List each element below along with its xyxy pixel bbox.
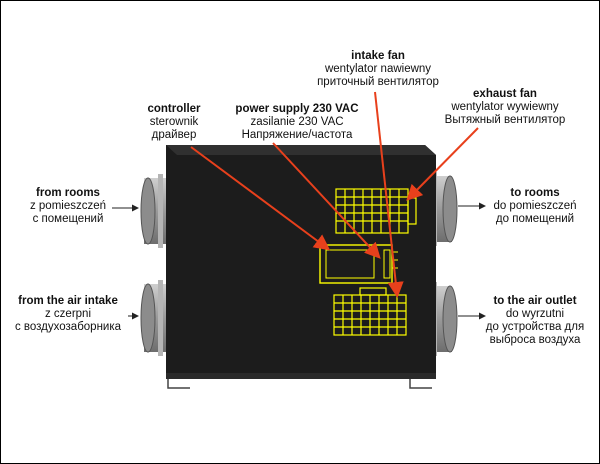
pointer-power-supply — [272, 142, 381, 259]
unit-housing — [166, 145, 436, 389]
to-rooms-title: to rooms — [510, 187, 560, 199]
exhaust-fan-pl: wentylator wywiewny — [451, 101, 559, 113]
controller-box — [319, 244, 398, 284]
to-rooms-pl: do pomieszczeń — [493, 200, 577, 212]
duct-left-upper — [140, 174, 170, 248]
label-power-supply: power supply 230 VAC zasilanie 230 VAC Н… — [222, 103, 372, 142]
controller-ru: драйвер — [151, 129, 197, 141]
label-from-air-intake: from the air intake z czerpni с воздухоз… — [4, 295, 132, 334]
pointer-exhaust-fan — [406, 127, 479, 201]
label-to-air-outlet: to the air outlet do wyrzutni до устройс… — [474, 295, 596, 347]
from-air-intake-ru: с воздухозаборника — [14, 321, 122, 333]
pointer-intake-fan — [374, 91, 404, 298]
to-air-outlet-title: to the air outlet — [493, 295, 577, 307]
intake-fan-ru: приточный вентилятор — [317, 76, 439, 88]
power-supply-ru: Напряжение/частота — [241, 129, 353, 141]
from-rooms-ru: с помещений — [32, 213, 104, 225]
exhaust-fan — [333, 287, 407, 336]
flow-arrows — [112, 202, 486, 320]
to-rooms-ru: до помещений — [495, 213, 575, 225]
controller-pl: sterownik — [149, 116, 199, 128]
from-air-intake-title: from the air intake — [18, 295, 118, 307]
label-to-rooms: to rooms do pomieszczeń до помещений — [480, 187, 590, 226]
intake-fan-pl: wentylator nawiewny — [324, 63, 432, 75]
exhaust-fan-title: exhaust fan — [473, 88, 537, 100]
power-supply-title: power supply 230 VAC — [235, 103, 359, 115]
duct-left-lower — [140, 280, 170, 356]
power-supply-pl: zasilanie 230 VAC — [250, 116, 344, 128]
label-exhaust-fan: exhaust fan wentylator wywiewny Вытяжный… — [430, 88, 580, 127]
label-intake-fan: intake fan wentylator nawiewny приточный… — [298, 50, 458, 89]
from-rooms-title: from rooms — [36, 187, 100, 199]
from-air-intake-pl: z czerpni — [44, 308, 92, 320]
exhaust-fan-ru: Вытяжный вентилятор — [444, 114, 566, 126]
to-air-outlet-ru2: выброса воздуха — [489, 334, 581, 346]
intake-fan — [335, 188, 417, 234]
to-air-outlet-ru: до устройства для — [485, 321, 585, 333]
label-from-rooms: from rooms z pomieszczeń с помещений — [16, 187, 120, 226]
from-rooms-pl: z pomieszczeń — [29, 200, 107, 212]
controller-title: controller — [147, 103, 201, 115]
to-air-outlet-pl: do wyrzutni — [505, 308, 565, 320]
pointer-lines — [190, 91, 479, 298]
pointer-controller — [190, 146, 331, 251]
label-controller: controller sterownik драйвер — [134, 103, 214, 142]
intake-fan-title: intake fan — [351, 50, 405, 62]
